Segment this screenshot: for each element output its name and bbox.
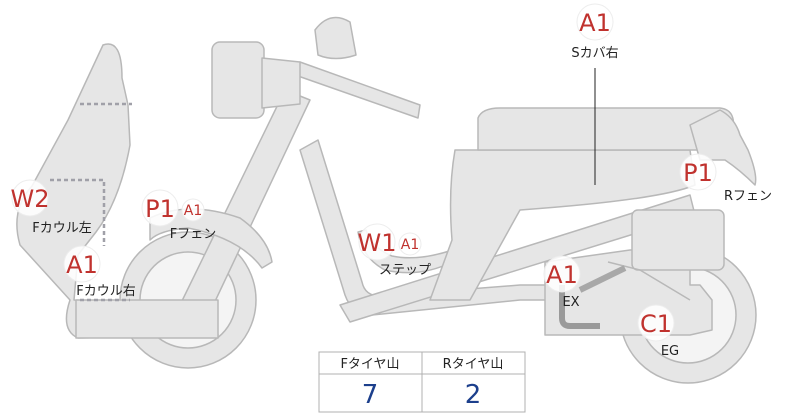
rear-tire-header: Rタイヤ山 bbox=[443, 357, 504, 372]
front-fender-part bbox=[149, 208, 273, 269]
handlebar bbox=[297, 61, 421, 119]
step-subcode: A1 bbox=[401, 237, 419, 253]
rear-fender-code: P1 bbox=[683, 159, 713, 187]
exhaust-code: A1 bbox=[546, 261, 578, 289]
headlight bbox=[211, 41, 265, 119]
front-fender-code: P1 bbox=[145, 195, 175, 223]
front-cowl-right-label: Fカウル右 bbox=[76, 284, 135, 299]
rear-tire-value: 2 bbox=[465, 380, 482, 410]
front-cowl-left-code: W2 bbox=[11, 185, 50, 213]
front-tire-header: Fタイヤ山 bbox=[340, 357, 399, 372]
seat-cover-part bbox=[429, 149, 696, 301]
front-cowl-right-code: A1 bbox=[66, 251, 98, 279]
front-cowl-left-label: Fカウル左 bbox=[32, 221, 91, 236]
seat-cover-right-label: Sカバ右 bbox=[571, 46, 618, 61]
rear-fender-label: Rフェン bbox=[724, 189, 772, 204]
step-code: W1 bbox=[358, 229, 397, 257]
front-fender-subcode: A1 bbox=[184, 203, 202, 219]
engine-code: C1 bbox=[640, 310, 672, 338]
tire-tread-table: Fタイヤ山 Rタイヤ山 7 2 bbox=[318, 351, 526, 413]
exhaust-label: EX bbox=[562, 295, 579, 310]
front-fender-label: Fフェン bbox=[170, 227, 216, 242]
step-label: ステップ bbox=[379, 263, 431, 278]
exhaust-pipe bbox=[559, 285, 600, 329]
front-tire-value: 7 bbox=[362, 380, 379, 410]
seat-cover-right-code: A1 bbox=[579, 9, 611, 37]
engine-label: EG bbox=[661, 344, 679, 359]
rear-fender-part bbox=[689, 109, 757, 186]
